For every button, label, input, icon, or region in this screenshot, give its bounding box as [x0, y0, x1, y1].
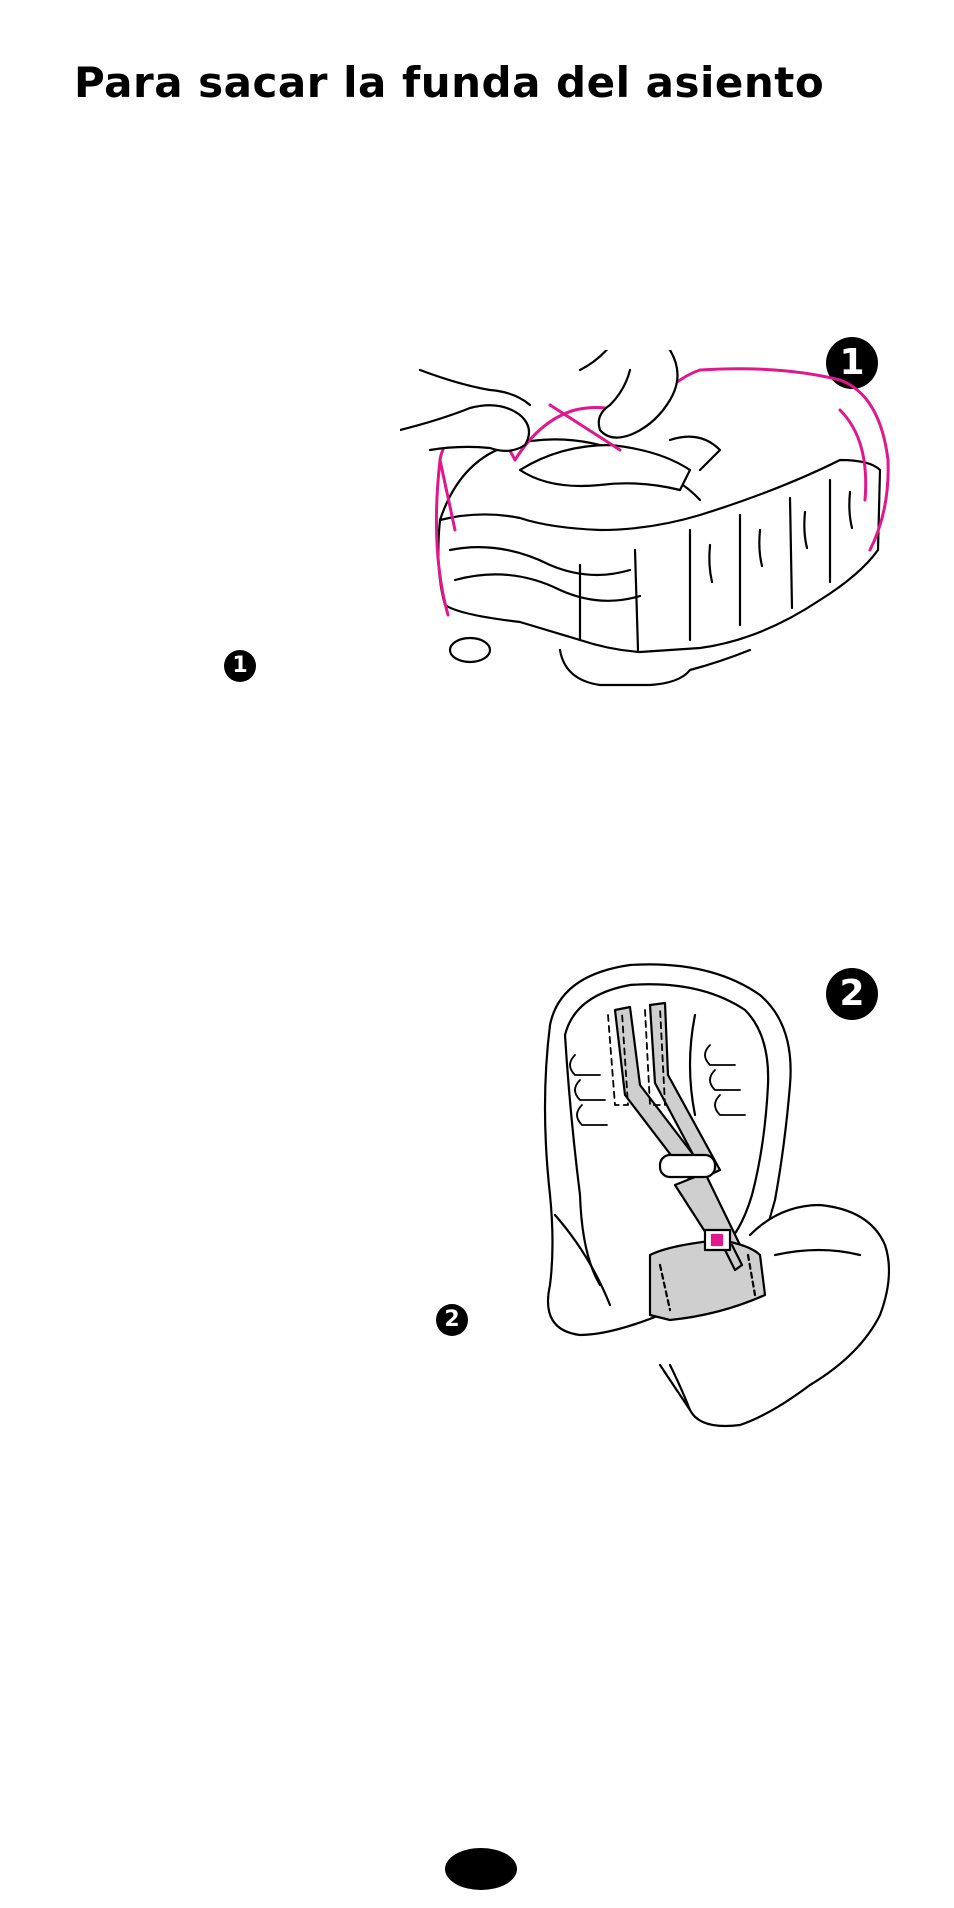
seat-base-shape	[438, 437, 880, 685]
page-title: Para sacar la funda del asiento	[74, 58, 824, 107]
chest-clip	[660, 1155, 715, 1177]
step-1-illustration	[400, 350, 890, 720]
step-2-marker: 2	[436, 1304, 468, 1336]
step-2-illustration	[520, 955, 900, 1445]
step-1-marker: 1	[224, 650, 256, 682]
page-number-oval	[445, 1848, 517, 1890]
hands-illustration	[400, 350, 678, 451]
